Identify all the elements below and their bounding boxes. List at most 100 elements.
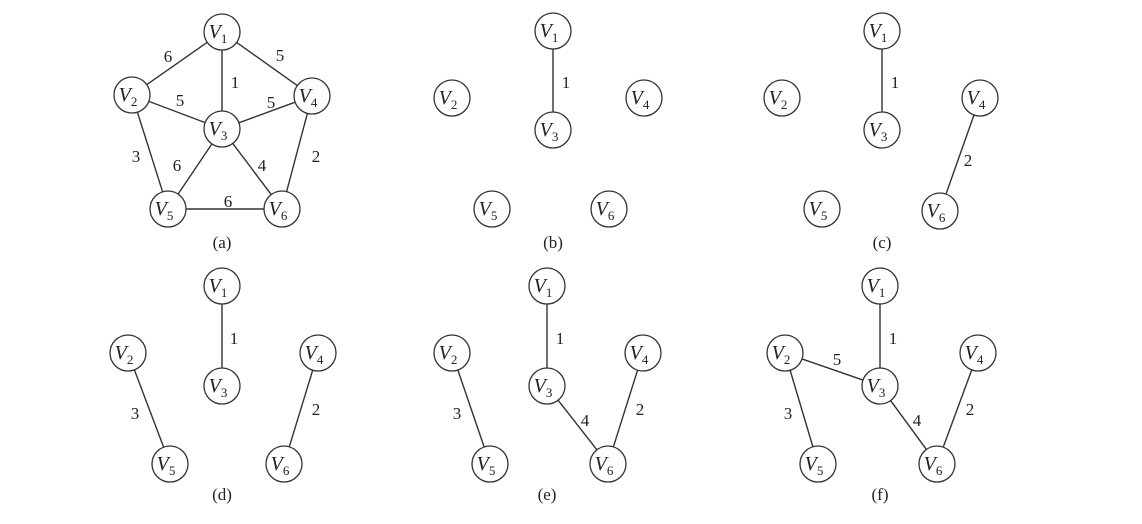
node-v6: V6 [921,192,959,230]
node-v3: V3 [534,111,572,149]
node-v4: V4 [293,77,331,115]
edge-weight-label: 5 [833,350,842,369]
panel-caption: (d) [212,485,232,504]
node-label: V6 [271,453,290,478]
node-v6: V6 [590,190,628,228]
node-label-main: V [115,342,130,364]
node-label-subscript: 3 [221,385,228,400]
node-label: V6 [596,198,615,223]
node-v5: V5 [799,445,837,483]
node-label-subscript: 3 [546,385,553,400]
node-label-subscript: 6 [281,208,288,223]
node-v3: V3 [863,111,901,149]
node-circle [471,445,509,483]
node-label-subscript: 1 [221,31,228,46]
edge-weight-label: 3 [453,404,462,423]
node-label: V3 [869,119,888,144]
edge-weight-label: 5 [276,46,285,65]
edge-weight-label: 5 [267,93,276,112]
panel-caption: (f) [872,485,889,504]
edge-v3-v6 [890,400,927,450]
node-label-main: V [157,453,172,475]
node-label: V6 [269,198,288,223]
node-circle [534,111,572,149]
edge-v4-v6 [945,114,975,195]
node-label-main: V [209,118,224,140]
edge-weight-label: 4 [581,411,590,430]
node-v4: V4 [625,79,663,117]
edge-weight-label: 1 [556,329,565,348]
node-label-subscript: 6 [608,208,615,223]
edge-weight-label: 3 [132,147,141,166]
node-label-main: V [305,342,320,364]
edge-weight-label: 3 [131,404,140,423]
node-circle [203,13,241,51]
edge-v2-v3 [801,358,864,381]
node-label-subscript: 1 [546,285,553,300]
node-label-subscript: 2 [784,352,791,367]
node-v3: V3 [528,367,566,405]
node-label-subscript: 1 [221,285,228,300]
edge-v2-v5 [136,111,164,193]
node-label-main: V [805,453,820,475]
edge-weight-label: 2 [636,400,645,419]
node-v3: V3 [203,367,241,405]
edge-v2-v5 [133,369,165,448]
node-label: V1 [209,21,228,46]
node-label-subscript: 4 [643,97,650,112]
node-circle [863,12,901,50]
node-label-subscript: 3 [552,129,559,144]
node-label-main: V [596,198,611,220]
edge-weight-label: 1 [230,329,239,348]
edge-weight-label: 2 [312,147,321,166]
node-label: V3 [209,375,228,400]
node-label-main: V [869,20,884,42]
node-label-main: V [439,342,454,364]
node-v4: V4 [959,334,997,372]
node-label-main: V [119,84,134,106]
node-circle [265,445,303,483]
node-label: V2 [439,87,458,112]
node-v1: V1 [534,12,572,50]
node-label-main: V [271,453,286,475]
node-v1: V1 [861,267,899,305]
node-circle [433,334,471,372]
node-v6: V6 [918,445,956,483]
node-label-subscript: 4 [979,97,986,112]
node-v5: V5 [473,190,511,228]
node-v1: V1 [203,267,241,305]
edge-v4-v6 [942,369,973,448]
node-circle [149,190,187,228]
node-label-main: V [867,375,882,397]
node-v2: V2 [433,334,471,372]
node-label-main: V [924,453,939,475]
edge-weight-label: 2 [312,400,321,419]
node-label-subscript: 5 [491,208,498,223]
node-circle [959,334,997,372]
edge-weight-label: 3 [784,404,793,423]
edge-weight-label: 1 [891,73,900,92]
node-v2: V2 [766,334,804,372]
node-v6: V6 [263,190,301,228]
node-label-main: V [772,342,787,364]
node-v6: V6 [265,445,303,483]
node-label: V3 [534,375,553,400]
node-label-subscript: 5 [167,208,174,223]
node-circle [151,445,189,483]
node-label: V1 [867,275,886,300]
edge-weight-label: 1 [231,73,240,92]
node-label-main: V [540,20,555,42]
node-circle [799,445,837,483]
node-label-main: V [534,375,549,397]
node-label: V2 [772,342,791,367]
node-label: V1 [534,275,553,300]
node-v4: V4 [624,334,662,372]
node-label-subscript: 5 [821,208,828,223]
node-label-subscript: 2 [127,352,134,367]
node-label: V5 [479,198,498,223]
node-label: V5 [805,453,824,478]
edge-weight-label: 1 [889,329,898,348]
